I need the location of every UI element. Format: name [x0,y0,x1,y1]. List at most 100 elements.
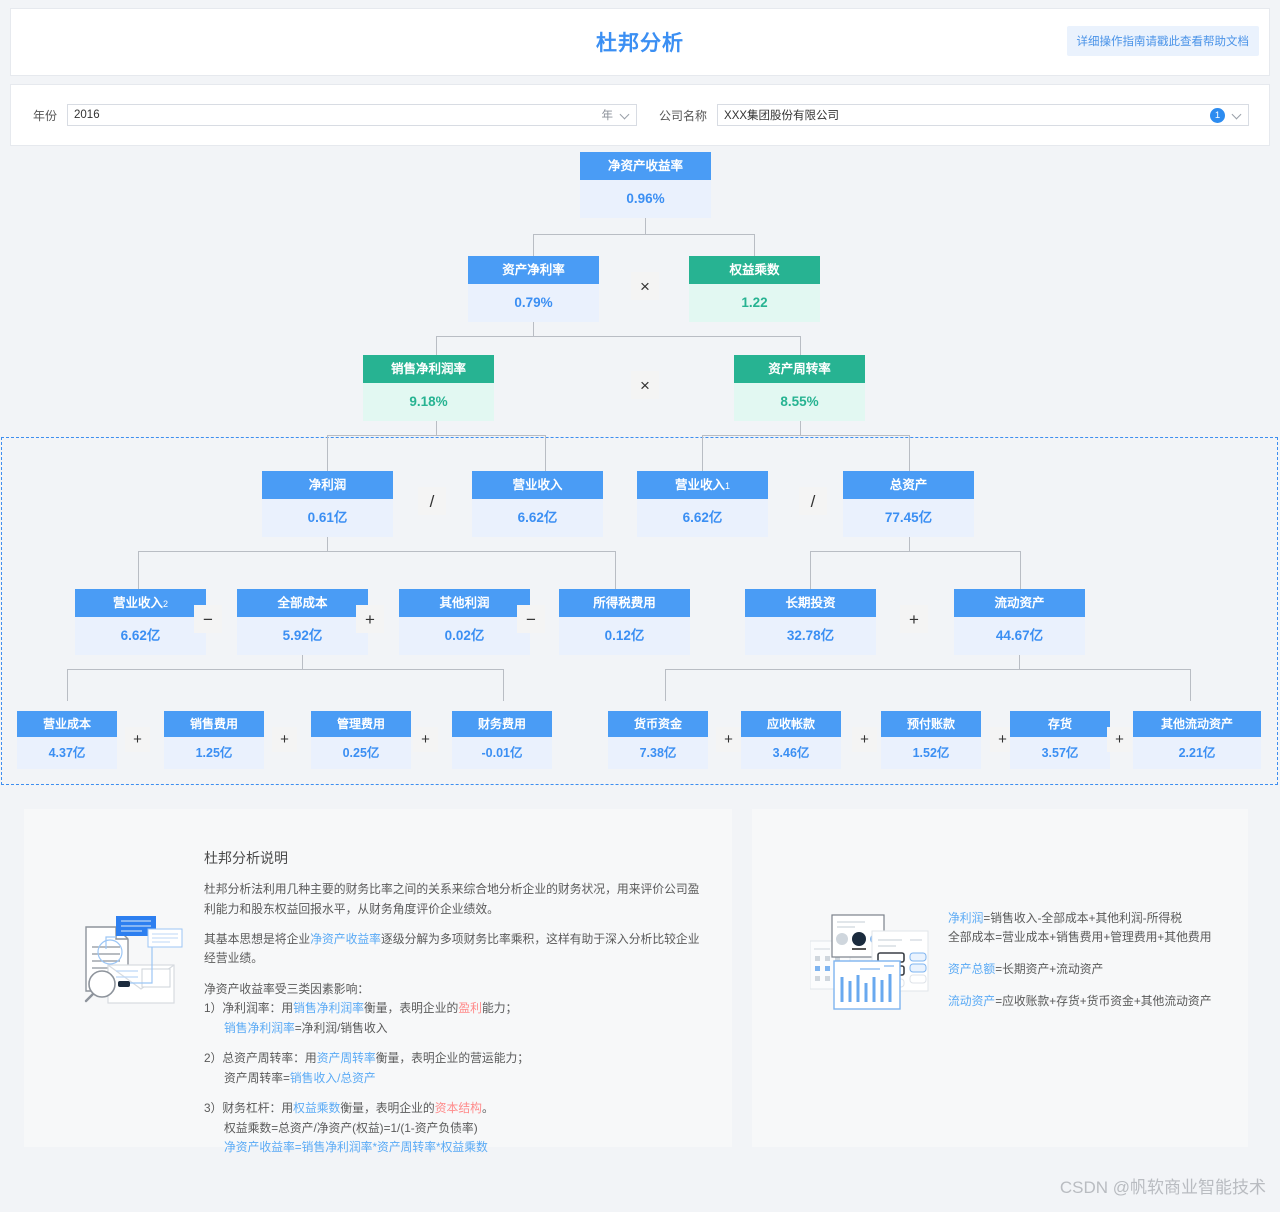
company-filter-label: 公司名称 [659,108,708,123]
node-total-cost[interactable]: 全部成本 5.92亿 [237,589,368,655]
operator-plus: + [356,605,384,633]
node-total-assets[interactable]: 总资产 77.45亿 [843,471,974,537]
year-unit: 年 [601,110,614,122]
node-net-profit[interactable]: 净利润 0.61亿 [262,471,393,537]
node-roa-label: 资产净利率 [468,256,599,284]
connector [533,322,534,336]
connector [800,336,801,355]
node-income-tax-label: 所得税费用 [559,589,690,617]
operator-multiply: × [631,272,659,300]
dupont-tree: 净资产收益率 0.96% 资产净利率 0.79% × 权益乘数 1.22 销售净… [0,146,1280,796]
node-inventory[interactable]: 存货 3.57亿 [1010,711,1110,769]
link-asset-turnover[interactable]: 资产周转率 [316,1051,376,1066]
node-revenue-label: 营业收入 [472,471,603,499]
connector [436,336,801,337]
node-net-margin[interactable]: 销售净利润率 9.18% [363,355,494,421]
node-operating-cost-value: 4.37亿 [17,737,117,769]
operator-plus: + [413,727,438,752]
link-equity-multiplier[interactable]: 权益乘数 [293,1101,341,1116]
link-roe[interactable]: 净资产收益率 [310,932,381,946]
operator-minus: − [194,605,222,633]
node-revenue-1[interactable]: 营业收入1 6.62亿 [637,471,768,537]
node-net-margin-value: 9.18% [363,383,494,421]
node-other-current-assets-label: 其他流动资产 [1133,711,1261,737]
connector [138,551,139,589]
connector [533,234,755,235]
node-current-assets-value: 44.67亿 [954,617,1085,655]
node-roe[interactable]: 净资产收益率 0.96% [580,152,711,218]
node-asset-turnover[interactable]: 资产周转率 8.55% [734,355,865,421]
filter-bar: 年份 2016 年 公司名称 XXX集团股份有限公司 1 [10,84,1270,146]
node-cash[interactable]: 货币资金 7.38亿 [608,711,708,769]
node-revenue-2[interactable]: 营业收入2 6.62亿 [75,589,206,655]
node-revenue-2-value: 6.62亿 [75,617,206,655]
formula-group-1: 净利润=销售收入-全部成本+其他利润-所得税 全部成本=营业成本+销售费用+管理… [948,911,1212,944]
operator-plus: + [716,727,741,752]
connector [665,669,666,701]
operator-divide: / [418,487,446,515]
year-filter: 年份 2016 年 [11,104,638,126]
node-roa[interactable]: 资产净利率 0.79% [468,256,599,322]
node-long-term-investment-value: 32.78亿 [745,617,876,655]
node-long-term-investment[interactable]: 长期投资 32.78亿 [745,589,876,655]
node-finance-expense[interactable]: 财务费用 -0.01亿 [452,711,552,769]
link-net-margin[interactable]: 销售净利润率 [293,1001,364,1016]
operator-plus: + [852,727,877,752]
node-roe-label: 净资产收益率 [580,152,711,180]
company-select[interactable]: XXX集团股份有限公司 1 [717,104,1250,126]
node-equity-multiplier-value: 1.22 [689,284,820,322]
node-current-assets[interactable]: 流动资产 44.67亿 [954,589,1085,655]
node-prepaid-value: 1.52亿 [881,737,981,769]
connector [702,435,703,471]
node-revenue[interactable]: 营业收入 6.62亿 [472,471,603,537]
connector [665,669,1190,670]
connector [327,435,328,471]
node-asset-turnover-value: 8.55% [734,383,865,421]
formula-panel: 净利润=销售收入-全部成本+其他利润-所得税 全部成本=营业成本+销售费用+管理… [752,809,1248,1147]
node-roa-value: 0.79% [468,284,599,322]
link-total-assets[interactable]: 资产总额 [948,961,996,976]
connector [1020,551,1021,589]
node-inventory-value: 3.57亿 [1010,737,1110,769]
node-prepaid[interactable]: 预付账款 1.52亿 [881,711,981,769]
connector [327,537,328,551]
operator-multiply: × [631,371,659,399]
connector [645,218,646,234]
node-other-profit[interactable]: 其他利润 0.02亿 [399,589,530,655]
explanation-paragraph-1: 杜邦分析法利用几种主要的财务比率之间的关系来综合地分析企业的财务状况，用来评价公… [204,882,700,916]
explanation-panel: 杜邦分析说明 杜邦分析法利用几种主要的财务比率之间的关系来综合地分析企业的财务状… [24,809,732,1154]
help-doc-button[interactable]: 详细操作指南请戳此查看帮助文档 [1066,26,1259,56]
node-revenue-1-label: 营业收入 [674,478,725,492]
node-income-tax[interactable]: 所得税费用 0.12亿 [559,589,690,655]
node-operating-cost-label: 营业成本 [17,711,117,737]
node-operating-cost[interactable]: 营业成本 4.37亿 [17,711,117,769]
connector [67,669,68,701]
explanation-factors: 净资产收益率受三类因素影响： 1）净利润率：用销售净利润率衡量，表明企业的盈利能… [204,981,518,1035]
node-admin-expense-value: 0.25亿 [311,737,411,769]
node-total-cost-value: 5.92亿 [237,617,368,655]
node-cash-value: 7.38亿 [608,737,708,769]
node-net-margin-label: 销售净利润率 [363,355,494,383]
page-header: 杜邦分析 详细操作指南请戳此查看帮助文档 [10,8,1270,76]
node-other-current-assets[interactable]: 其他流动资产 2.21亿 [1133,711,1261,769]
node-admin-expense[interactable]: 管理费用 0.25亿 [311,711,411,769]
link-current-assets[interactable]: 流动资产 [948,993,996,1008]
operator-plus: + [900,605,928,633]
node-long-term-investment-label: 长期投资 [745,589,876,617]
node-equity-multiplier[interactable]: 权益乘数 1.22 [689,256,820,322]
connector [436,336,437,355]
node-selling-expense-label: 销售费用 [164,711,264,737]
connector [138,551,615,552]
year-select[interactable]: 2016 年 [67,104,638,126]
connector [533,234,534,256]
connector [909,537,910,551]
connector [67,669,503,670]
node-selling-expense[interactable]: 销售费用 1.25亿 [164,711,264,769]
chevron-down-icon [1232,110,1242,120]
node-accounts-receivable[interactable]: 应收帐款 3.46亿 [741,711,841,769]
connector [702,435,909,436]
link-net-profit[interactable]: 净利润 [948,911,984,925]
connector [615,551,616,589]
connector [503,669,504,701]
year-value: 2016 [74,109,100,121]
